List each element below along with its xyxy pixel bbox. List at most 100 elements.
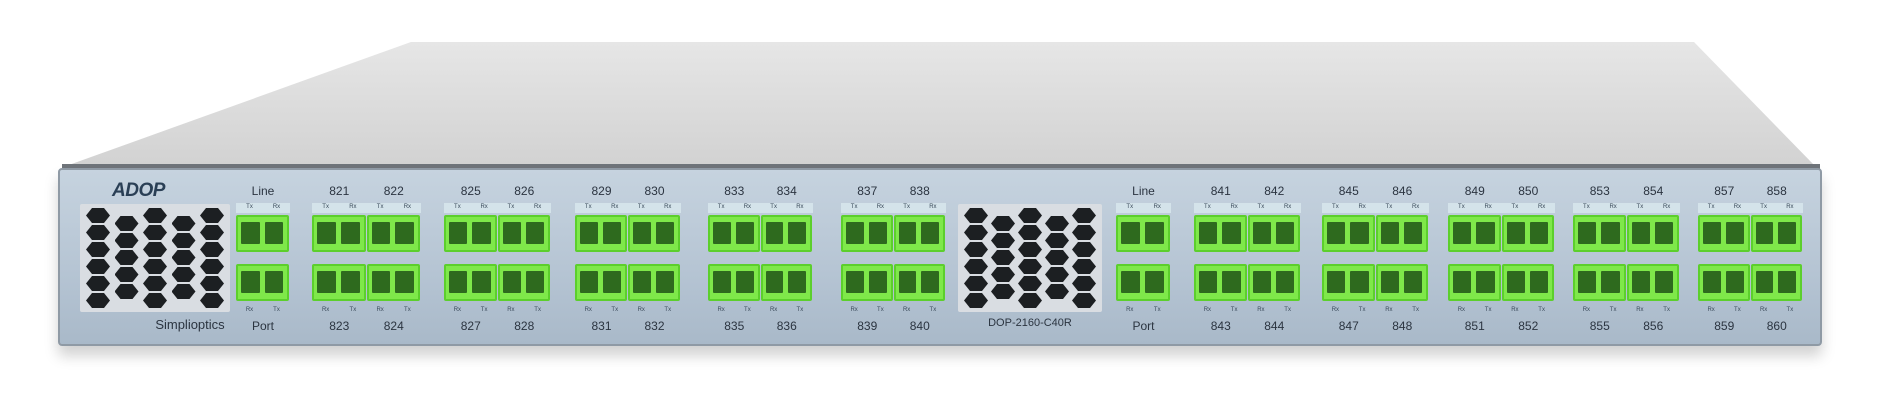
lc-duplex-connector[interactable] bbox=[1626, 215, 1679, 252]
lc-duplex-connector[interactable] bbox=[1448, 264, 1501, 301]
fiber-port[interactable] bbox=[1601, 271, 1620, 293]
lc-duplex-connector[interactable] bbox=[708, 215, 760, 252]
fiber-port[interactable] bbox=[921, 222, 939, 244]
fiber-port[interactable] bbox=[735, 222, 754, 244]
lc-duplex-connector[interactable] bbox=[1247, 215, 1300, 252]
lc-duplex-connector[interactable] bbox=[236, 215, 289, 252]
lc-duplex-connector[interactable] bbox=[1626, 264, 1679, 301]
fiber-port[interactable] bbox=[633, 222, 651, 244]
lc-duplex-connector[interactable] bbox=[1194, 264, 1247, 301]
fiber-port[interactable] bbox=[317, 271, 336, 293]
lc-duplex-connector[interactable] bbox=[1501, 215, 1554, 252]
fiber-port[interactable] bbox=[1252, 222, 1271, 244]
fiber-port[interactable] bbox=[735, 271, 754, 293]
fiber-port[interactable] bbox=[449, 222, 468, 244]
fiber-port[interactable] bbox=[1453, 222, 1472, 244]
fiber-port[interactable] bbox=[1778, 271, 1796, 293]
lc-duplex-connector[interactable] bbox=[1247, 264, 1300, 301]
fiber-port[interactable] bbox=[395, 222, 414, 244]
fiber-port[interactable] bbox=[656, 271, 674, 293]
lc-duplex-connector[interactable] bbox=[1322, 215, 1375, 252]
fiber-port[interactable] bbox=[1403, 222, 1422, 244]
fiber-port[interactable] bbox=[788, 222, 806, 244]
fiber-port[interactable] bbox=[340, 271, 360, 293]
fiber-port[interactable] bbox=[1529, 271, 1548, 293]
fiber-port[interactable] bbox=[1755, 271, 1774, 293]
lc-duplex-connector[interactable] bbox=[1194, 215, 1247, 252]
fiber-port[interactable] bbox=[525, 222, 544, 244]
fiber-port[interactable] bbox=[846, 222, 864, 244]
fiber-port[interactable] bbox=[502, 271, 521, 293]
fiber-port[interactable] bbox=[371, 222, 391, 244]
fiber-port[interactable] bbox=[1476, 271, 1495, 293]
fiber-port[interactable] bbox=[1506, 271, 1525, 293]
fiber-port[interactable] bbox=[1350, 222, 1369, 244]
fiber-port[interactable] bbox=[603, 271, 621, 293]
lc-duplex-connector[interactable] bbox=[628, 264, 680, 301]
fiber-port[interactable] bbox=[868, 271, 887, 293]
lc-duplex-connector[interactable] bbox=[575, 264, 627, 301]
lc-duplex-connector[interactable] bbox=[893, 264, 945, 301]
fiber-port[interactable] bbox=[898, 271, 917, 293]
fiber-port[interactable] bbox=[1121, 271, 1140, 293]
lc-duplex-connector[interactable] bbox=[1116, 215, 1170, 252]
lc-duplex-connector[interactable] bbox=[893, 215, 945, 252]
fiber-port[interactable] bbox=[1778, 222, 1796, 244]
lc-duplex-connector[interactable] bbox=[1322, 264, 1375, 301]
lc-duplex-connector[interactable] bbox=[1573, 215, 1626, 252]
fiber-port[interactable] bbox=[633, 271, 651, 293]
fiber-port[interactable] bbox=[1703, 222, 1721, 244]
fiber-port[interactable] bbox=[1327, 222, 1346, 244]
fiber-port[interactable] bbox=[241, 271, 260, 293]
fiber-port[interactable] bbox=[580, 271, 598, 293]
fiber-port[interactable] bbox=[1199, 271, 1218, 293]
fiber-port[interactable] bbox=[1631, 271, 1650, 293]
fiber-port[interactable] bbox=[1121, 222, 1140, 244]
lc-duplex-connector[interactable] bbox=[1116, 264, 1170, 301]
lc-duplex-connector[interactable] bbox=[841, 215, 893, 252]
fiber-port[interactable] bbox=[921, 271, 939, 293]
fiber-port[interactable] bbox=[1654, 271, 1673, 293]
fiber-port[interactable] bbox=[449, 271, 468, 293]
fiber-port[interactable] bbox=[713, 222, 731, 244]
fiber-port[interactable] bbox=[656, 222, 674, 244]
fiber-port[interactable] bbox=[1275, 271, 1294, 293]
lc-duplex-connector[interactable] bbox=[1750, 264, 1802, 301]
fiber-port[interactable] bbox=[1578, 222, 1597, 244]
lc-duplex-connector[interactable] bbox=[366, 215, 420, 252]
fiber-port[interactable] bbox=[264, 271, 283, 293]
fiber-port[interactable] bbox=[1252, 271, 1271, 293]
fiber-port[interactable] bbox=[1275, 222, 1294, 244]
lc-duplex-connector[interactable] bbox=[1375, 215, 1428, 252]
lc-duplex-connector[interactable] bbox=[497, 264, 550, 301]
lc-duplex-connector[interactable] bbox=[1750, 215, 1802, 252]
fiber-port[interactable] bbox=[1145, 271, 1164, 293]
lc-duplex-connector[interactable] bbox=[312, 215, 366, 252]
fiber-port[interactable] bbox=[713, 271, 731, 293]
fiber-port[interactable] bbox=[317, 222, 336, 244]
lc-duplex-connector[interactable] bbox=[236, 264, 289, 301]
fiber-port[interactable] bbox=[1222, 271, 1241, 293]
fiber-port[interactable] bbox=[371, 271, 391, 293]
lc-duplex-connector[interactable] bbox=[444, 264, 497, 301]
fiber-port[interactable] bbox=[1145, 222, 1164, 244]
lc-duplex-connector[interactable] bbox=[312, 264, 366, 301]
fiber-port[interactable] bbox=[241, 222, 260, 244]
fiber-port[interactable] bbox=[765, 222, 784, 244]
fiber-port[interactable] bbox=[1199, 222, 1218, 244]
lc-duplex-connector[interactable] bbox=[841, 264, 893, 301]
lc-duplex-connector[interactable] bbox=[1448, 215, 1501, 252]
fiber-port[interactable] bbox=[1380, 222, 1399, 244]
fiber-port[interactable] bbox=[525, 271, 544, 293]
fiber-port[interactable] bbox=[898, 222, 917, 244]
fiber-port[interactable] bbox=[1380, 271, 1399, 293]
lc-duplex-connector[interactable] bbox=[444, 215, 497, 252]
lc-duplex-connector[interactable] bbox=[760, 264, 812, 301]
fiber-port[interactable] bbox=[1453, 271, 1472, 293]
fiber-port[interactable] bbox=[1350, 271, 1369, 293]
fiber-port[interactable] bbox=[1755, 222, 1774, 244]
fiber-port[interactable] bbox=[1578, 271, 1597, 293]
lc-duplex-connector[interactable] bbox=[1573, 264, 1626, 301]
fiber-port[interactable] bbox=[472, 222, 491, 244]
lc-duplex-connector[interactable] bbox=[760, 215, 812, 252]
